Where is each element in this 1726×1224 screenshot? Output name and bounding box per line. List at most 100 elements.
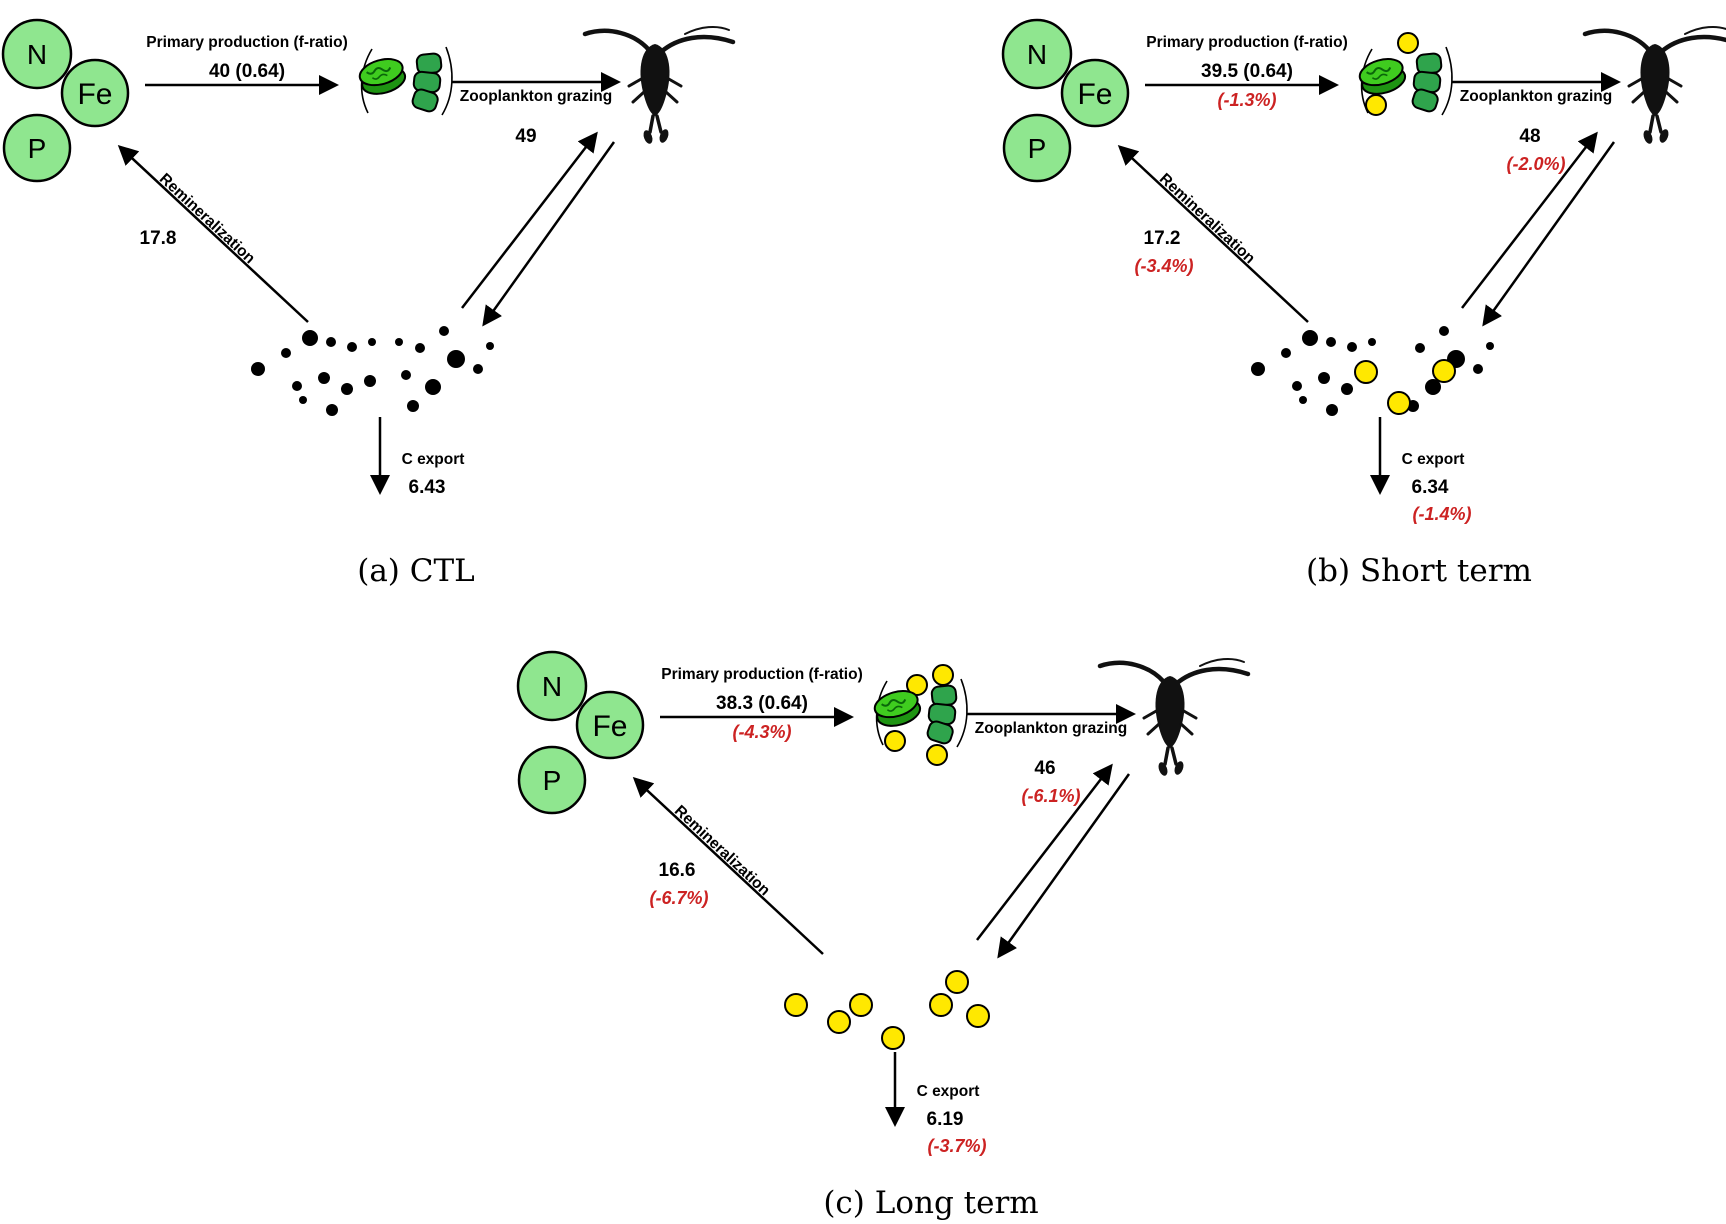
zooplankton-grazing-delta: (-2.0%) (1506, 154, 1565, 174)
nutrient-label-fe: Fe (1077, 78, 1112, 111)
remineralization-flux: Remineralization 17.2 (-3.4%) (1117, 144, 1309, 323)
remineralization-delta: (-6.7%) (649, 888, 708, 908)
microplastic-particle (784, 993, 808, 1017)
particles-to-zooplankton-arrow (976, 763, 1113, 941)
detritus-particle (1486, 342, 1494, 350)
microplastic-particle (906, 674, 928, 696)
nutrient-label-n: N (1027, 39, 1047, 70)
zooplankton-grazing-flux: Zooplankton grazing 48 (-2.0%) (1452, 72, 1621, 174)
zooplankton-grazing-value: 48 (1519, 126, 1540, 147)
copepod-zooplankton-icon (1097, 657, 1251, 776)
detritus-particle (1251, 362, 1265, 376)
microplastic-particle (1354, 360, 1378, 384)
detritus-particle (1425, 379, 1441, 395)
remineralization-value: 17.8 (140, 228, 177, 249)
c-export-flux: C export 6.34 (-1.4%) (1370, 417, 1472, 524)
microplastic-particle (926, 744, 948, 766)
nutrient-circle-fe (575, 690, 645, 760)
microplastic-particle (966, 1004, 990, 1028)
copepod-zooplankton-icon (582, 25, 736, 144)
diatom-phytoplankton-icon (358, 46, 453, 116)
detritus-particle (447, 350, 465, 368)
remineralization-label: Remineralization (1156, 170, 1258, 267)
c-export-delta: (-3.7%) (927, 1136, 986, 1156)
detritus-particle (1347, 342, 1357, 352)
nutrient-circle-n (1001, 18, 1073, 90)
diatom-seta-right (441, 46, 453, 116)
nutrient-label-fe: Fe (77, 78, 112, 111)
diatom-seta-right (956, 678, 968, 748)
c-export-value: 6.43 (409, 477, 446, 498)
panel-caption: (a) CTL (357, 553, 475, 589)
detritus-particle (415, 343, 425, 353)
primary-production-delta: (-1.3%) (1217, 90, 1276, 110)
diatom-seta-right (1441, 46, 1453, 116)
diatom-chain (1411, 52, 1443, 113)
zooplankton-grazing-label: Zooplankton grazing (1460, 88, 1612, 105)
detritus-particle (299, 396, 307, 404)
diatom-disc (873, 690, 922, 727)
diatom-chain (411, 52, 443, 113)
remineralization-arrow (1117, 144, 1309, 323)
diatom-chain (926, 684, 958, 745)
detritus-particle (1318, 372, 1330, 384)
nutrient-label-p: P (543, 765, 562, 796)
nutrient-circle-n (516, 650, 588, 722)
remineralization-label: Remineralization (671, 802, 773, 899)
remineralization-arrow (632, 776, 824, 955)
primary-production-flux: Primary production (f-ratio) 38.3 (0.64)… (660, 666, 863, 742)
panel-ctl: N P Fe Primary production (f-ratio) 40 (… (1, 18, 736, 589)
nutrient-pool: N P Fe (516, 650, 645, 815)
detritus-particle (1281, 348, 1291, 358)
panel-long-term: N P Fe Primary production (f-ratio) 38.3… (516, 650, 1251, 1221)
detritus-particle (368, 338, 376, 346)
copepod-zooplankton-icon (1582, 25, 1726, 144)
microplastic-particle (881, 1026, 905, 1050)
zooplankton-to-particles-arrow (1482, 141, 1616, 327)
detritus-particle (1326, 404, 1338, 416)
detritus-particle (1415, 343, 1425, 353)
primary-production-value: 38.3 (0.64) (716, 693, 808, 714)
remineralization-arrow (117, 144, 309, 323)
nutrient-circle-p (1002, 113, 1072, 183)
c-export-flux: C export 6.19 (-3.7%) (885, 1052, 987, 1156)
nutrient-pool: N P Fe (1, 18, 130, 183)
vertical-exchange-arrows (461, 131, 616, 327)
primary-production-flux: Primary production (f-ratio) 40 (0.64) (145, 34, 348, 95)
nutrient-pool: N P Fe (1001, 18, 1130, 183)
microplastic-particle (1432, 359, 1456, 383)
zooplankton-grazing-label: Zooplankton grazing (975, 720, 1127, 737)
primary-production-label: Primary production (f-ratio) (146, 34, 348, 51)
zooplankton-to-particles-arrow (482, 141, 616, 327)
detritus-particle (395, 338, 403, 346)
zooplankton-grazing-delta: (-6.1%) (1021, 786, 1080, 806)
detritus-particle (401, 370, 411, 380)
microplastic-particle (1387, 391, 1411, 415)
nutrient-label-fe: Fe (592, 710, 627, 743)
microplastic-particle (827, 1010, 851, 1034)
diatom-disc (1358, 58, 1407, 95)
remineralization-flux: Remineralization 17.8 (117, 144, 309, 323)
detritus-particle (1473, 364, 1483, 374)
diatom-phytoplankton-icon (1358, 32, 1453, 116)
zooplankton-grazing-flux: Zooplankton grazing 49 (452, 72, 621, 147)
microplastic-particle (884, 730, 906, 752)
microplastic-particle (932, 664, 954, 686)
nutrient-circle-fe (1060, 58, 1130, 128)
detritus-particle (486, 342, 494, 350)
c-export-delta: (-1.4%) (1412, 504, 1471, 524)
remineralization-delta: (-3.4%) (1134, 256, 1193, 276)
c-export-label: C export (402, 451, 465, 468)
microplastic-particle (929, 993, 953, 1017)
detritus-particle (473, 364, 483, 374)
c-export-label: C export (1402, 451, 1465, 468)
zooplankton-to-particles-arrow (997, 773, 1131, 959)
detritus-particles (251, 326, 494, 416)
detritus-particle (1299, 396, 1307, 404)
panel-short-term: N P Fe Primary production (f-ratio) 39.5… (1001, 18, 1726, 589)
nutrient-label-p: P (28, 133, 47, 164)
detritus-particle (1292, 381, 1302, 391)
detritus-particle (439, 326, 449, 336)
nutrient-circle-p (517, 745, 587, 815)
detritus-particles (1251, 326, 1494, 416)
